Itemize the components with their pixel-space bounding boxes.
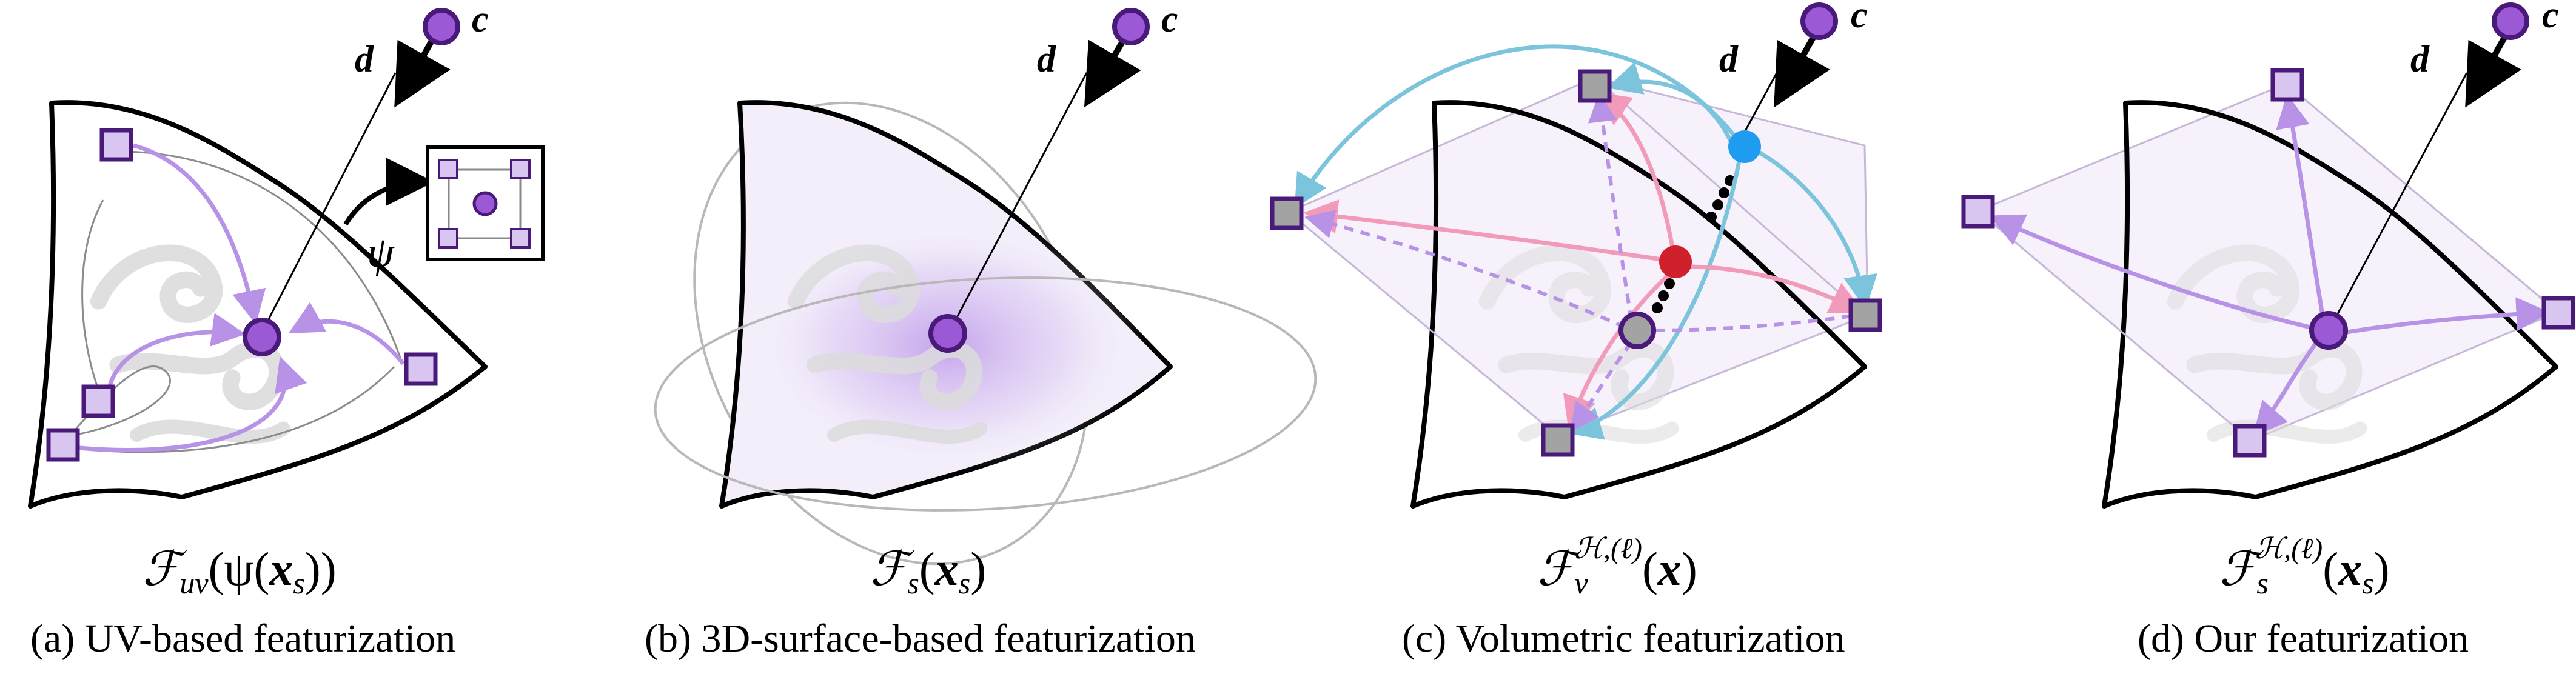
surface-point-a xyxy=(243,318,281,356)
feature-square xyxy=(1961,195,1995,229)
sample-point-red xyxy=(1659,245,1692,278)
formula-c: ℱvℋ,(ℓ)(x) xyxy=(1537,533,1697,600)
label-d-c: d xyxy=(1719,39,1739,80)
caption-c: (c) Volumetric featurization xyxy=(1402,616,1845,661)
feature-square xyxy=(99,128,133,162)
camera-dot-b xyxy=(1112,8,1150,45)
surface-patch-d xyxy=(2102,100,2558,509)
formula-a: ℱuv(ψ(xs)) xyxy=(143,542,337,600)
svg-text:ℱsℋ,(ℓ)(xs): ℱsℋ,(ℓ)(xs) xyxy=(2219,533,2390,600)
direction-arrow-c xyxy=(1774,36,1830,108)
view-ray-a xyxy=(261,72,397,333)
svg-text:ℱuv(ψ(xs)): ℱuv(ψ(xs)) xyxy=(143,542,337,600)
svg-text:ℱvℋ,(ℓ)(x): ℱvℋ,(ℓ)(x) xyxy=(1537,533,1697,600)
direction-arrow-d xyxy=(2465,36,2521,108)
bounding-ellipse-horizontal xyxy=(654,276,1317,512)
surface-patch-c xyxy=(1410,100,1867,509)
direction-arrow-a xyxy=(394,36,451,108)
caption-a: (a) UV-based featurization xyxy=(30,616,455,661)
surface-point-d xyxy=(2309,311,2348,350)
grid-vertex-square xyxy=(1578,69,1612,103)
camera-dot-d xyxy=(2492,2,2529,40)
panel-d: c d ℱsℋ,(ℓ)(xs) (d) Our featurization xyxy=(1961,0,2575,661)
caption-b: (b) 3D-surface-based featurization xyxy=(645,616,1196,661)
formula-d: ℱsℋ,(ℓ)(xs) xyxy=(2219,533,2390,600)
grid-vertex-square xyxy=(1541,423,1575,457)
label-d-d: d xyxy=(2410,39,2430,80)
feature-square xyxy=(2541,296,2575,330)
direction-arrow-b xyxy=(1084,36,1141,108)
label-psi: ψ xyxy=(367,228,395,276)
label-c-b: c xyxy=(1161,0,1178,40)
label-d-a: d xyxy=(355,39,374,80)
sample-point-blue xyxy=(1728,130,1761,163)
uv-map-inset xyxy=(426,145,545,261)
label-d-b: d xyxy=(1037,39,1056,80)
formula-b: ℱs(xs) xyxy=(870,542,986,600)
view-ray-b xyxy=(948,72,1088,333)
label-c-c: c xyxy=(1851,0,1868,36)
camera-dot-c xyxy=(1800,2,1838,40)
label-c-a: c xyxy=(472,0,489,40)
view-ray-d xyxy=(2329,72,2468,328)
feature-square xyxy=(404,352,438,386)
panel-c: c d xyxy=(1270,0,1882,661)
surface-point-b xyxy=(928,314,967,353)
camera-dot-a xyxy=(423,8,460,45)
grid-vertex-square xyxy=(1270,196,1304,230)
svg-text:ℱs(xs): ℱs(xs) xyxy=(870,542,986,600)
grid-vertex-square xyxy=(1848,298,1882,332)
label-c-d: c xyxy=(2542,0,2559,36)
feature-square xyxy=(2270,68,2304,102)
panel-b: c d ℱs(xs) (b) 3D-surface-based featuriz… xyxy=(645,0,1317,661)
caption-d: (d) Our featurization xyxy=(2138,616,2469,661)
sample-point-gray xyxy=(1618,312,1656,349)
feature-square xyxy=(46,428,80,462)
panel-a: c d ψ ℱuv(ψ(xs)) (a) UV-based featurizat… xyxy=(28,0,545,661)
feature-square xyxy=(2233,424,2267,458)
feature-square xyxy=(81,384,115,418)
